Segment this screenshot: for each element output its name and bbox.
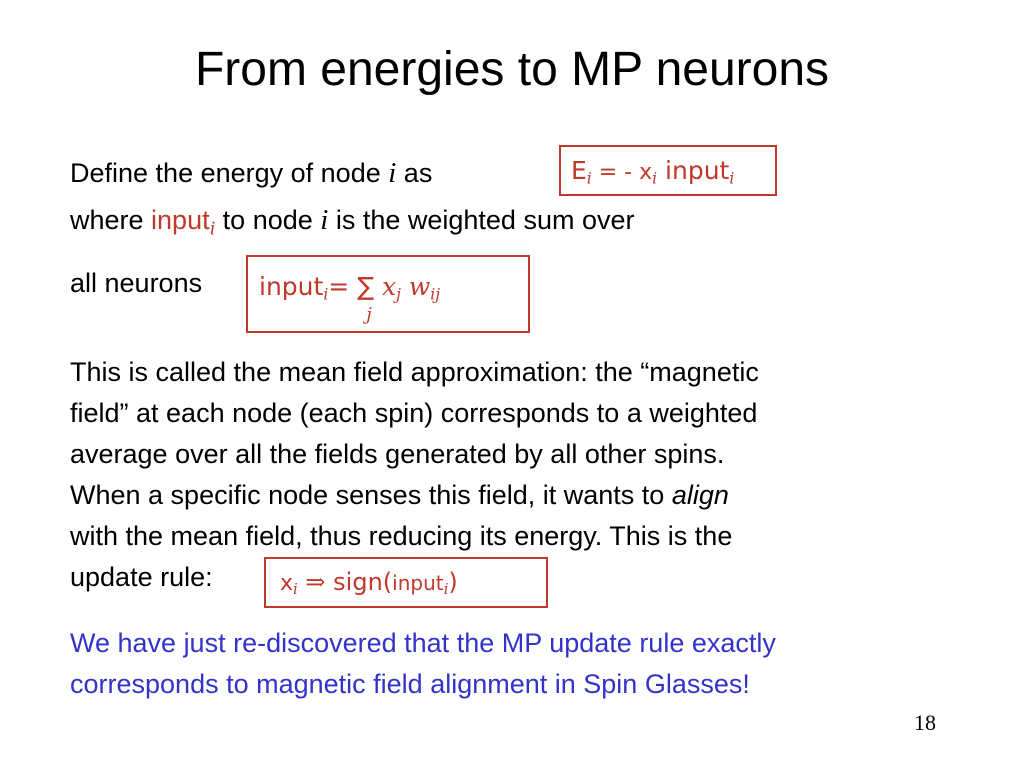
input-formula-sum: = ∑ j: [328, 272, 375, 325]
update-arrow: ⇒: [297, 568, 334, 596]
energy-x-sub: i: [652, 169, 658, 188]
conclusion-paragraph: We have just re-discovered that the MP u…: [70, 623, 776, 705]
update-input-sub: i: [443, 580, 449, 599]
page-number: 18: [914, 710, 936, 735]
update-rule-box: xi ⇒ sign(inputi): [264, 557, 548, 608]
explanation-line-4-prefix: When a specific node senses this field, …: [70, 480, 672, 510]
input-formula-x-sub: j: [396, 285, 401, 304]
explanation-line-4: When a specific node senses this field, …: [70, 475, 759, 516]
input-formula-x: x: [381, 272, 397, 301]
input-formula-input-sub: i: [323, 285, 329, 304]
energy-E-sub: i: [586, 169, 592, 188]
intro-line-2-var: i: [320, 204, 329, 236]
intro-line-2-input: input: [151, 205, 210, 235]
update-sign: sign(: [333, 568, 393, 596]
conclusion-line-1: We have just re-discovered that the MP u…: [70, 628, 776, 658]
update-x: x: [280, 571, 294, 596]
intro-line-3: all neurons: [70, 268, 203, 298]
energy-input-sub: i: [729, 169, 735, 188]
explanation-line-5: with the mean field, thus reducing its e…: [70, 521, 733, 551]
intro-line-1-suffix: as: [396, 158, 433, 188]
explanation-line-2: field” at each node (each spin) correspo…: [70, 398, 758, 428]
update-input: input: [392, 571, 444, 595]
intro-line-2-input-sub: i: [209, 217, 216, 240]
intro-line-2-mid: to node: [215, 205, 321, 235]
intro-line-1: Define the energy of node i as: [70, 155, 432, 191]
input-formula-box: inputi = ∑ j xj wij: [246, 255, 530, 333]
input-formula-sum-sub: j: [366, 304, 372, 325]
explanation-line-4-italic: align: [671, 480, 729, 510]
input-formula-w: w: [408, 272, 431, 301]
energy-E: E: [571, 156, 587, 185]
explanation-paragraph: This is called the mean field approximat…: [70, 352, 759, 598]
update-x-sub: i: [293, 580, 298, 599]
input-formula-input: input: [259, 272, 324, 301]
explanation-line-1: This is called the mean field approximat…: [70, 357, 759, 387]
energy-formula-box: Ei = - xi inputi: [559, 145, 777, 196]
intro-line-1-prefix: Define the energy of node: [70, 158, 389, 188]
intro-line-1-var: i: [388, 157, 397, 189]
intro-line-2-prefix: where: [70, 205, 152, 235]
intro-line-2: where inputi to node i is the weighted s…: [70, 202, 634, 247]
explanation-line-3: average over all the fields generated by…: [70, 439, 725, 469]
explanation-line-6: update rule:: [70, 562, 213, 592]
input-formula-w-sub: ij: [430, 285, 441, 304]
slide-title: From energies to MP neurons: [194, 43, 830, 96]
update-close: ): [448, 568, 458, 596]
intro-line-2-suffix: is the weighted sum over: [328, 205, 635, 235]
energy-eq: = - x: [591, 160, 653, 185]
energy-input: input: [657, 156, 730, 185]
input-formula-eq: = ∑: [328, 272, 375, 301]
conclusion-line-2: corresponds to magnetic field alignment …: [70, 669, 750, 699]
